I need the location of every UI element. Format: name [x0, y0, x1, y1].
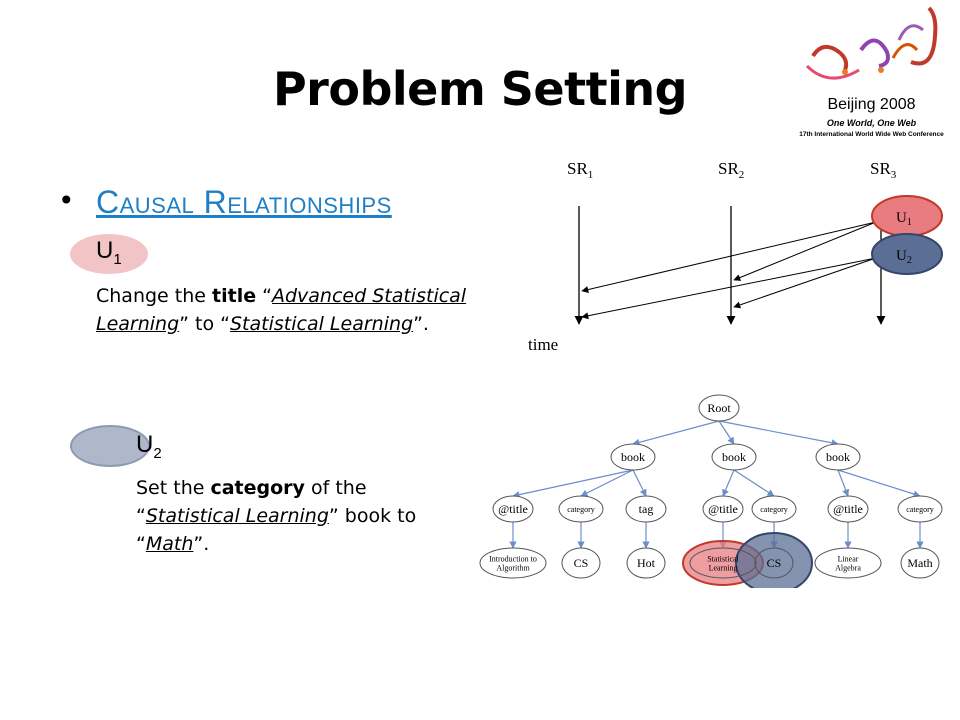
tree-node-shape [479, 547, 547, 579]
tree-edge [580, 469, 634, 497]
conference-logo: Beijing 2008 One World, One Web 17th Int… [783, 0, 960, 150]
tree-node-attr-7: category [897, 495, 943, 523]
tree-node-label: CS [767, 556, 782, 570]
lane-label-sr2: SR2 [718, 159, 744, 181]
tree-node-shape [814, 547, 882, 579]
tree-node-shape [558, 495, 604, 523]
tree-node-label: Statistical [707, 554, 739, 563]
u2-label: U2 [136, 431, 162, 462]
tree-node-attr-5: category [751, 495, 797, 523]
tree-node-attr-1: @title [492, 495, 534, 523]
tree-node-label: category [760, 505, 788, 514]
tree-node-shape [827, 495, 869, 523]
tree-node-label: Introduction to [489, 554, 537, 563]
tree-node-shape [815, 443, 861, 471]
tree-edge [722, 469, 735, 497]
tree-node-shape [897, 495, 943, 523]
tree-edge [718, 420, 839, 447]
logo-ribbon-graphic [805, 6, 938, 80]
tree-node-book-2: book [711, 443, 757, 471]
tree-node-value-5: CS [754, 547, 794, 579]
logo-slogan: One World, One Web [826, 118, 917, 128]
xml-tree-diagram: Root book book book @title category tag @title c… [479, 394, 943, 588]
tree-edge [837, 469, 850, 497]
timeline-u1-node [871, 195, 943, 237]
tree-node-label: Hot [637, 556, 656, 570]
tree-node-label: @title [708, 502, 738, 516]
tree-node-attr-4: @title [702, 495, 744, 523]
u2-highlight-ellipse [70, 425, 150, 467]
lane-label-sr3: SR3 [870, 159, 897, 181]
tree-node-attr-3: tag [625, 495, 667, 523]
bullet-dot: • [58, 184, 75, 217]
tree-node-label: tag [639, 502, 654, 516]
tree-node-root: Root [698, 394, 740, 422]
tree-node-shape [751, 495, 797, 523]
u2-arrow-sr1 [581, 257, 877, 320]
timeline-u2-node [871, 233, 943, 275]
tree-edge [632, 420, 720, 446]
tree-node-label: Linear [838, 554, 859, 563]
tree-node-label: Algorithm [496, 563, 530, 572]
tree-node-shape [711, 443, 757, 471]
tree-node-label: CS [574, 556, 589, 570]
tree-edge [512, 469, 634, 499]
tree-node-attr-6: @title [827, 495, 869, 523]
tree-node-shape [754, 547, 794, 579]
tree-edge [733, 469, 775, 497]
tree-edge [718, 420, 735, 445]
u1-label: U1 [96, 237, 122, 268]
causal-relationships-link[interactable]: Causal Relationships [96, 184, 392, 220]
tree-node-label: Learning [709, 563, 738, 572]
u1-description: Change the title “Advanced Statistical L… [96, 285, 467, 335]
logo-conference: 17th International World Wide Web Confer… [799, 131, 944, 138]
tree-node-shape [689, 547, 757, 579]
tree-node-label: book [826, 450, 850, 464]
tree-node-book-1: book [610, 443, 656, 471]
tree-node-label: @title [833, 502, 863, 516]
tree-node-book-3: book [815, 443, 861, 471]
tree-node-value-2: CS [561, 547, 601, 579]
tree-node-label: book [722, 450, 746, 464]
u1-arrow-sr2 [733, 221, 877, 281]
u1-highlight-ellipse [70, 234, 148, 274]
u1-arrow-sr1 [581, 221, 877, 293]
tree-node-label: Root [707, 401, 731, 415]
tree-node-shape [492, 495, 534, 523]
tree-node-shape [626, 547, 666, 579]
tree-node-label: book [621, 450, 645, 464]
tree-edge [837, 469, 921, 498]
tree-node-shape [900, 547, 940, 579]
tree-node-label: Math [907, 556, 932, 570]
tree-node-label: category [906, 505, 934, 514]
tree-node-shape [698, 394, 740, 422]
timeline-u2-label: U2 [896, 248, 912, 266]
tree-node-shape [702, 495, 744, 523]
lane-label-sr1: SR1 [567, 159, 593, 181]
logo-city: Beijing 2008 [827, 96, 916, 113]
timeline-diagram: SR1 SR2 SR3 time U1 U2 [528, 159, 943, 354]
tree-node-shape [625, 495, 667, 523]
time-axis-label: time [528, 335, 558, 354]
tree-node-value-7: Math [900, 547, 940, 579]
slide-title: Problem Setting [272, 62, 688, 116]
tree-node-shape [561, 547, 601, 579]
u2-arrow-sr2 [733, 257, 877, 309]
tree-node-label: category [567, 505, 595, 514]
u2-tree-highlight [735, 532, 813, 588]
tree-node-label: @title [498, 502, 528, 516]
tree-node-label: Algebra [835, 563, 861, 572]
u2-description: Set the category of the “Statistical Lea… [136, 477, 417, 555]
timeline-u1-label: U1 [896, 210, 912, 228]
tree-node-shape [610, 443, 656, 471]
tree-edge [632, 469, 647, 497]
tree-node-attr-2: category [558, 495, 604, 523]
tree-node-value-3: Hot [626, 547, 666, 579]
